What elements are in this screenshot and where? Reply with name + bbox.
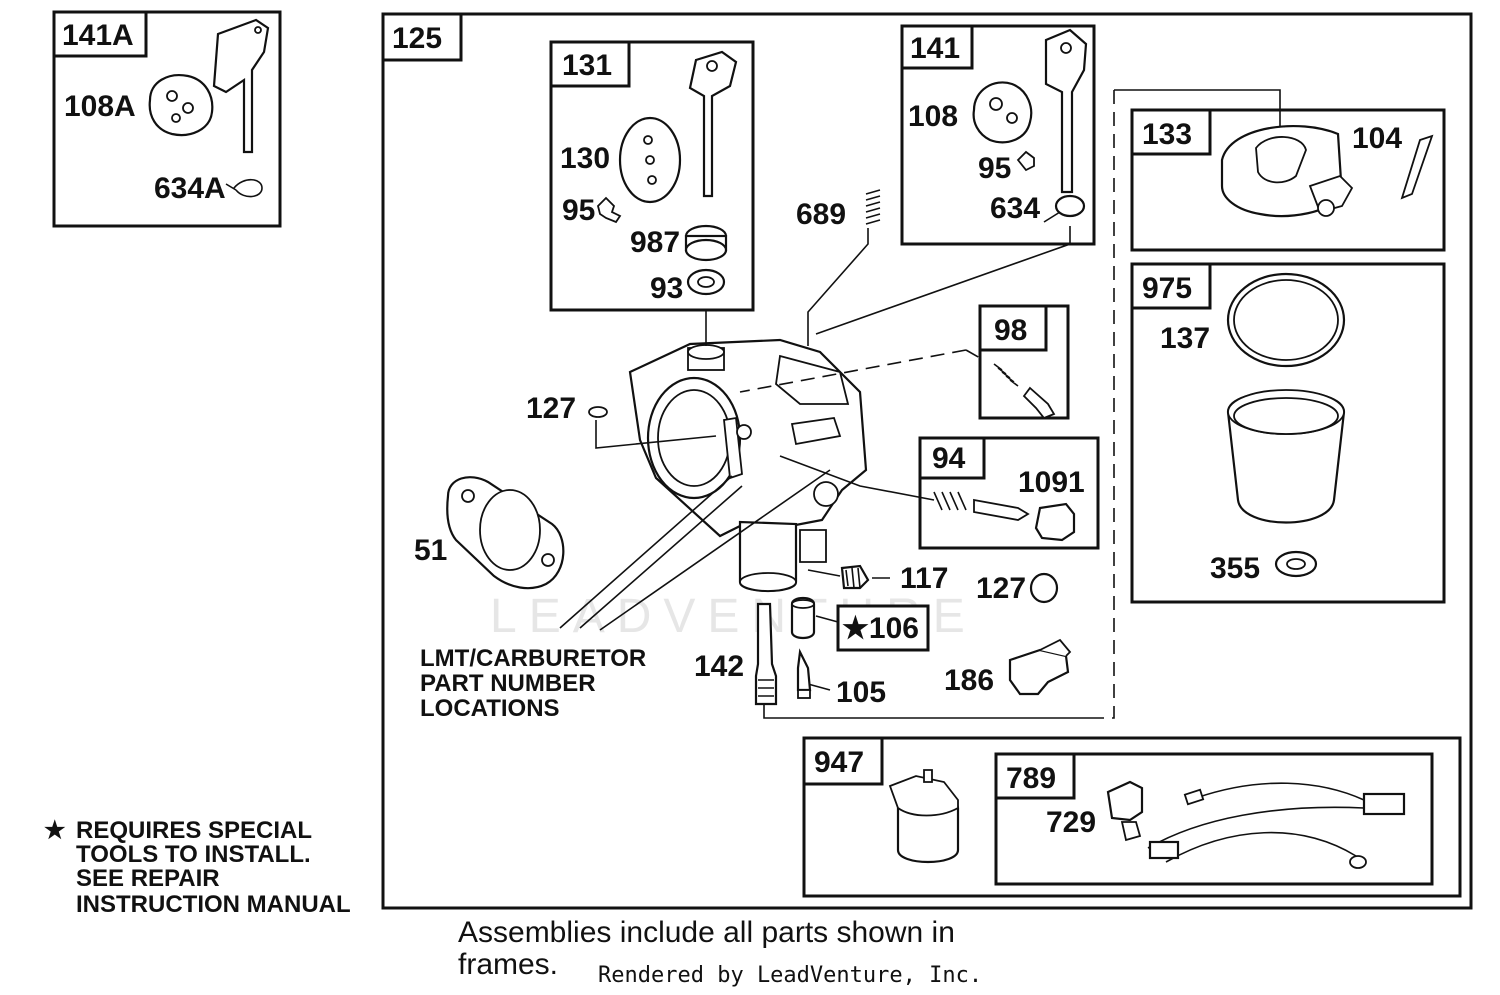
label-51: 51 bbox=[414, 534, 447, 567]
note-line-1: REQUIRES SPECIAL bbox=[76, 817, 312, 844]
label-130: 130 bbox=[560, 142, 610, 175]
spring-634A-shape bbox=[225, 178, 263, 198]
label-634A: 634A bbox=[154, 172, 226, 205]
callout-line-3: LOCATIONS bbox=[420, 695, 560, 722]
label-95-choke: 95 bbox=[562, 194, 595, 227]
throttle-shaft-shape bbox=[212, 18, 270, 154]
frame-133-title: 133 bbox=[1142, 118, 1192, 151]
frame-141-title: 141 bbox=[910, 32, 960, 65]
label-1091: 1091 bbox=[1018, 466, 1085, 499]
label-117: 117 bbox=[900, 562, 948, 595]
frame-947[interactable]: 947 bbox=[802, 736, 1462, 898]
part-number-callout: LMT/CARBURETOR PART NUMBER LOCATIONS bbox=[420, 645, 646, 722]
washer-127-top-shape bbox=[588, 406, 608, 418]
part-51-gasket[interactable]: 51 bbox=[414, 476, 565, 590]
frame-131[interactable]: 131 130 95 987 93 bbox=[549, 40, 755, 312]
rendered-by-credit: Rendered by LeadVenture, Inc. bbox=[598, 963, 982, 988]
frame-141A[interactable]: 141A 108A 634A bbox=[52, 10, 282, 228]
solenoid-1091-shape bbox=[1034, 502, 1076, 542]
frame-789-title: 789 bbox=[1006, 762, 1056, 795]
choke-shaft-shape bbox=[688, 50, 738, 198]
part-186[interactable]: 186 bbox=[944, 638, 1072, 697]
dashed-group-line bbox=[1100, 90, 1115, 719]
callout-line-2: PART NUMBER bbox=[420, 670, 596, 697]
label-186: 186 bbox=[944, 664, 994, 697]
part-142[interactable]: 142 bbox=[694, 602, 778, 706]
screw-95-141-shape bbox=[1016, 150, 1035, 172]
frame-125[interactable]: 125 bbox=[381, 12, 1473, 910]
frame-106-title: ★106 bbox=[842, 612, 919, 645]
assemblies-note-line-1: Assemblies include all parts shown in bbox=[458, 916, 955, 949]
frame-94-title: 94 bbox=[932, 442, 966, 475]
throttle-plate-shape bbox=[148, 74, 214, 137]
frame-125-title: 125 bbox=[392, 22, 442, 55]
frame-98[interactable]: 98 bbox=[978, 304, 1070, 420]
spring-634-shape bbox=[1054, 194, 1086, 218]
throttle-shaft-141-shape bbox=[1044, 28, 1088, 194]
idle-mixture-screw-shape bbox=[973, 498, 1030, 521]
label-137: 137 bbox=[1160, 322, 1210, 355]
label-108A: 108A bbox=[64, 90, 136, 123]
carburetor-body bbox=[628, 338, 868, 592]
frame-789[interactable]: 789 729 bbox=[994, 752, 1434, 886]
frame-133[interactable]: 133 104 bbox=[1130, 108, 1446, 252]
frame-94[interactable]: 94 1091 bbox=[918, 436, 1100, 550]
frame-98-title: 98 bbox=[994, 314, 1027, 347]
leader-133 bbox=[1114, 89, 1281, 128]
note-line-3: SEE REPAIR bbox=[76, 865, 220, 892]
assemblies-note-line-2: frames. bbox=[458, 948, 558, 981]
label-108: 108 bbox=[908, 100, 958, 133]
clip-729-shape bbox=[1106, 780, 1144, 822]
label-93: 93 bbox=[650, 272, 683, 305]
label-95-throttle: 95 bbox=[978, 152, 1011, 185]
frame-141A-title: 141A bbox=[62, 19, 134, 52]
note-line-2: TOOLS TO INSTALL. bbox=[76, 841, 311, 868]
bushing-987-shape bbox=[684, 238, 728, 262]
pin-104-shape bbox=[1400, 134, 1434, 200]
frame-947-title: 947 bbox=[814, 746, 864, 779]
frame-975-title: 975 bbox=[1142, 272, 1192, 305]
note-line-4: INSTRUCTION MANUAL bbox=[76, 891, 351, 918]
frame-975[interactable]: 975 137 355 bbox=[1130, 262, 1446, 604]
label-355: 355 bbox=[1210, 552, 1260, 585]
label-105: 105 bbox=[836, 676, 886, 709]
part-117[interactable]: 117 bbox=[840, 562, 948, 595]
label-127-plug: 127 bbox=[976, 572, 1026, 605]
connector-789-shape bbox=[1362, 792, 1406, 816]
note-star: ★ bbox=[44, 817, 66, 844]
label-634: 634 bbox=[990, 192, 1040, 225]
label-729: 729 bbox=[1046, 806, 1096, 839]
frame-141[interactable]: 141 108 95 634 bbox=[900, 24, 1096, 246]
special-tools-note: ★ REQUIRES SPECIAL TOOLS TO INSTALL. SEE… bbox=[44, 817, 351, 918]
screw-95-shape bbox=[597, 196, 622, 224]
label-104: 104 bbox=[1352, 122, 1402, 155]
label-142: 142 bbox=[694, 650, 744, 683]
label-127-top: 127 bbox=[526, 392, 576, 425]
screw-98-shape bbox=[1022, 386, 1056, 420]
part-127-plug[interactable]: 127 bbox=[976, 572, 1059, 605]
part-105[interactable]: 105 bbox=[796, 648, 886, 709]
callout-line-1: LMT/CARBURETOR bbox=[420, 645, 646, 672]
label-987: 987 bbox=[630, 226, 680, 259]
frame-131-title: 131 bbox=[562, 49, 612, 82]
frame-106 bbox=[836, 604, 930, 652]
label-689: 689 bbox=[796, 198, 846, 231]
throttle-plate-141-shape bbox=[972, 81, 1033, 144]
part-106[interactable]: ★106 bbox=[790, 596, 930, 652]
part-689[interactable]: 689 bbox=[796, 189, 881, 231]
